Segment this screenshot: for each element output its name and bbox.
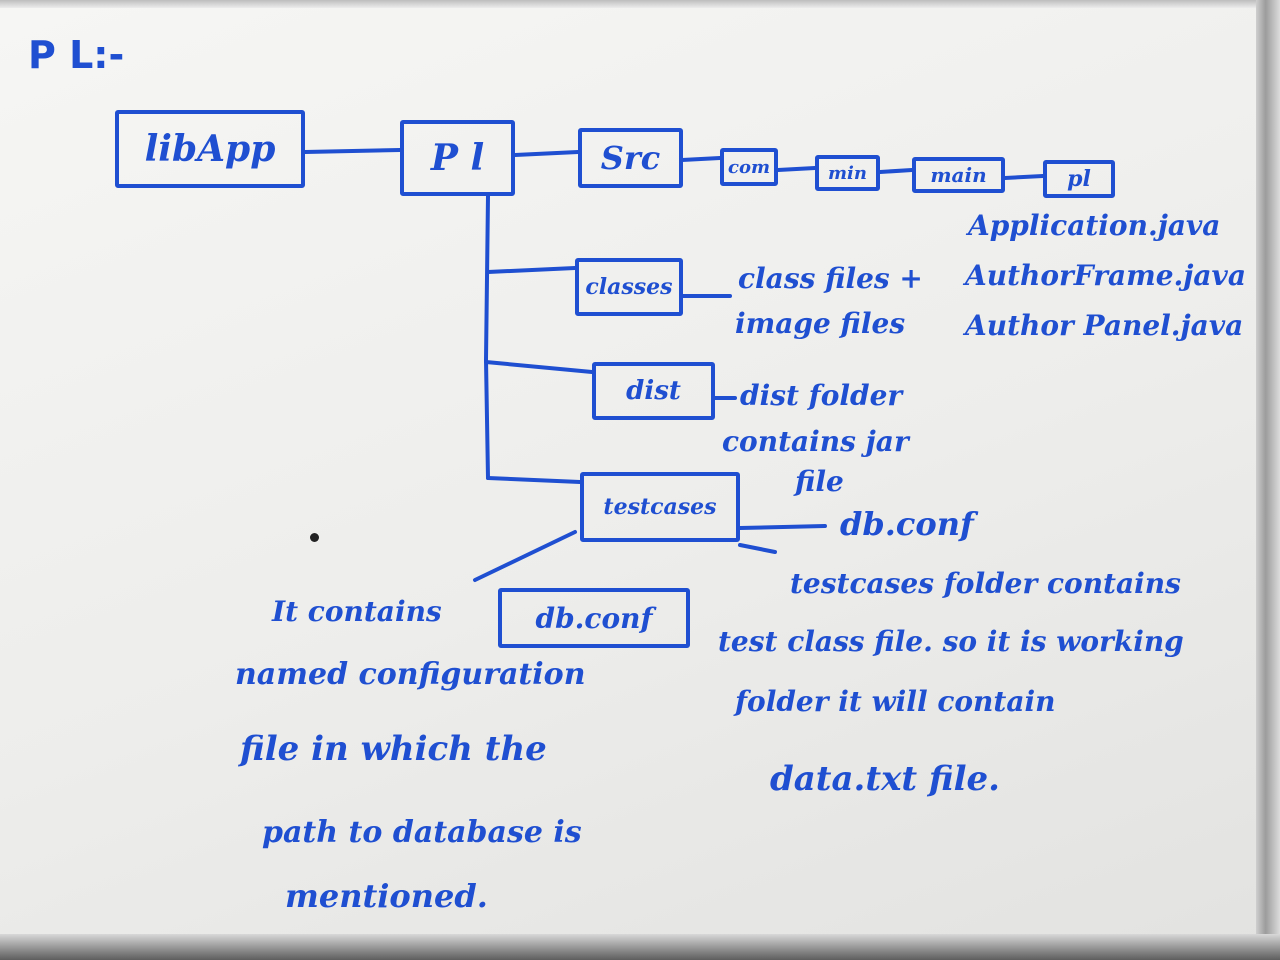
board-frame-right [1256, 0, 1280, 960]
edge-src-com [680, 156, 722, 162]
node-testcases: testcases [580, 472, 740, 542]
edge-testcases-dbconf [738, 524, 827, 530]
testcases-note-3: folder it will contain [735, 685, 1056, 718]
node-dbconf-label: db.conf [535, 601, 653, 635]
node-testcases-label: testcases [603, 494, 717, 520]
node-com: com [720, 148, 778, 186]
dist-note-2: contains jar [722, 425, 909, 458]
node-dbconf: db.conf [498, 588, 690, 648]
edge-main-pl2 [1003, 174, 1045, 180]
dbconf-note-3: path to database is [262, 815, 582, 850]
node-classes: classes [575, 258, 683, 316]
title: P L:- [28, 33, 125, 77]
node-main: main [912, 157, 1005, 193]
dbconf-note-2: file in which the [240, 729, 547, 769]
edge-pl-src [513, 150, 580, 157]
edge-min-main [878, 168, 914, 174]
node-src: Src [578, 128, 683, 188]
dist-note-3: file [795, 465, 844, 498]
edge-pl-trunk [483, 194, 490, 480]
testcases-note-2: test class file. so it is working [718, 625, 1184, 658]
edge-com-min [776, 166, 817, 172]
dbconf-note-1: named configuration [235, 657, 586, 692]
node-com-label: com [727, 156, 770, 178]
edge-testcases-dbconfbox [473, 530, 577, 582]
edge-trunk-classes [486, 266, 577, 274]
node-pl2-label: pl [1067, 166, 1091, 192]
node-dist: dist [592, 362, 715, 420]
dist-note-1: dist folder [740, 379, 903, 412]
edge-trunk-dist [484, 360, 594, 374]
testcases-dbconf: db.conf [840, 505, 974, 543]
node-src-label: Src [600, 139, 661, 177]
board-frame-top [0, 0, 1280, 8]
edge-testcases-note [738, 543, 777, 554]
edge-libapp-pl [303, 148, 402, 154]
node-pl2: pl [1043, 160, 1115, 198]
src-file-2: AuthorFrame.java [965, 259, 1246, 292]
marker-smudge [310, 533, 319, 542]
node-pl: P l [400, 120, 515, 196]
dbconf-prefix: It contains [272, 595, 442, 628]
classes-note-2: image files [735, 307, 906, 340]
testcases-note-1: testcases folder contains [790, 567, 1181, 600]
node-pl-label: P l [430, 137, 485, 179]
node-dist-label: dist [626, 376, 681, 406]
testcases-note-4: data.txt file. [770, 759, 1000, 799]
node-main-label: main [930, 163, 987, 187]
board-frame-bottom [0, 934, 1280, 960]
node-min-label: min [828, 162, 867, 184]
edge-trunk-testcases [486, 476, 582, 484]
node-libapp: libApp [115, 110, 305, 188]
src-file-3: Author Panel.java [965, 309, 1244, 342]
src-file-1: Application.java [968, 209, 1221, 242]
classes-note-1: class files + [738, 262, 923, 295]
dbconf-note-4: mentioned. [285, 877, 488, 915]
node-libapp-label: libApp [144, 128, 276, 170]
node-min: min [815, 155, 880, 191]
node-classes-label: classes [585, 274, 673, 300]
